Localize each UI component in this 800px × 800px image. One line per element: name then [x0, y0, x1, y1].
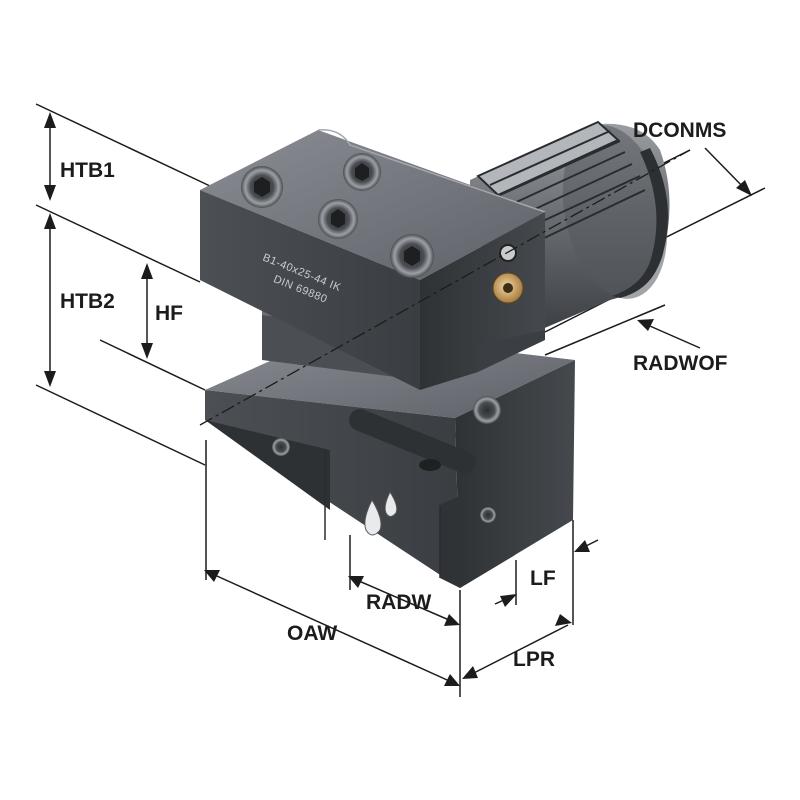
label-hf: HF	[155, 302, 183, 325]
label-dconms: DCONMS	[633, 119, 726, 142]
center-axis	[199, 149, 691, 426]
label-radw: RADW	[366, 591, 431, 614]
base-block	[205, 332, 575, 588]
label-radwof: RADWOF	[633, 352, 728, 375]
shank	[470, 120, 670, 330]
serration-teeth	[476, 120, 646, 241]
label-lf: LF	[530, 567, 556, 590]
label-lpr: LPR	[513, 648, 555, 671]
dimension-labels: HTB1 HTB2 HF DCONMS RADWOF RADW OAW LF L…	[60, 119, 728, 671]
upper-block	[200, 129, 546, 390]
label-htb2: HTB2	[60, 290, 115, 313]
arrowheads	[44, 112, 752, 686]
label-oaw: OAW	[287, 622, 337, 645]
coolant-drops-icon	[364, 490, 398, 536]
label-htb1: HTB1	[60, 159, 115, 182]
